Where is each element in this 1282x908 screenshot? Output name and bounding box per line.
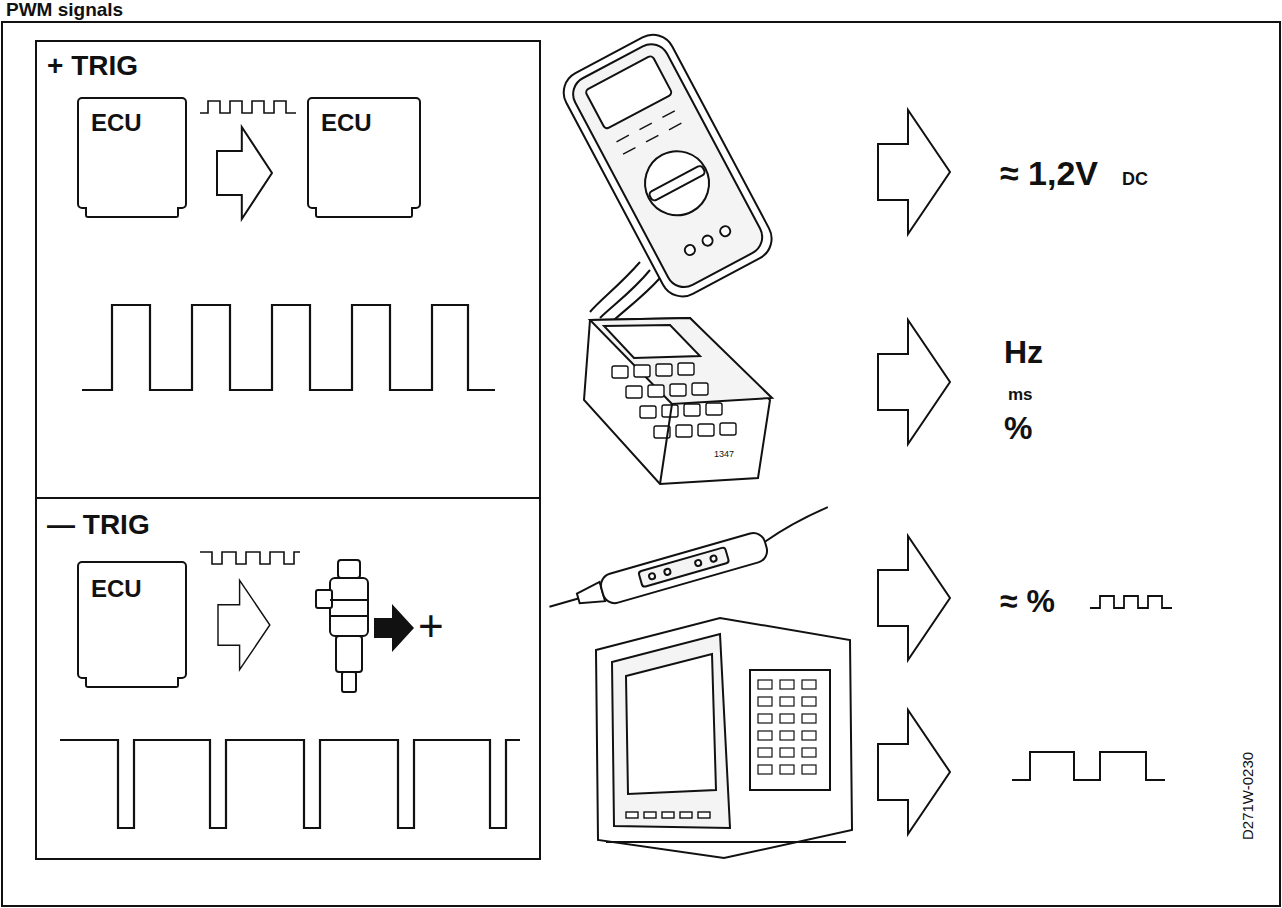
key — [802, 731, 816, 740]
key — [758, 714, 772, 723]
polarity-sign: + — [418, 604, 444, 648]
key — [670, 384, 686, 396]
ecu-base-plate — [85, 677, 179, 688]
test-leads — [590, 262, 660, 322]
key — [758, 697, 772, 706]
figure-code: D271W-0230 — [1240, 752, 1255, 840]
key — [780, 731, 794, 740]
key — [780, 680, 794, 689]
key — [648, 385, 664, 397]
key — [802, 680, 816, 689]
key — [758, 748, 772, 757]
ecu-box: ECU — [77, 97, 187, 209]
key — [802, 697, 816, 706]
injector — [316, 560, 368, 692]
title: PWM signals — [6, 0, 123, 19]
measurement-value: ≈ 1,2V — [1000, 156, 1098, 190]
trigger-section: — TRIG ECU — [35, 497, 541, 860]
key — [758, 765, 772, 774]
trigger-section: + TRIG ECU ECU — [35, 40, 541, 499]
multimeter — [556, 27, 779, 304]
pwm-waveform — [82, 305, 495, 390]
key — [802, 748, 816, 757]
key — [780, 765, 794, 774]
unit-label: ms — [1008, 386, 1033, 403]
key — [780, 714, 794, 723]
key — [684, 404, 700, 416]
hollow-arrow — [878, 536, 950, 660]
device-number: 1347 — [714, 450, 734, 459]
ecu-box: ECU — [77, 561, 187, 679]
hollow-arrow — [878, 110, 950, 234]
ecu-base-plate — [315, 207, 413, 218]
key — [720, 423, 736, 435]
hollow-arrow-connector — [217, 127, 272, 219]
duty-waveform — [1090, 596, 1172, 608]
hollow-arrow — [218, 580, 270, 669]
hand-tester — [584, 318, 772, 484]
key — [656, 364, 672, 376]
unit-label: Hz — [1004, 336, 1043, 368]
key — [802, 714, 816, 723]
key — [802, 765, 816, 774]
scope-waveform — [1012, 752, 1165, 780]
logic-probe — [544, 507, 837, 621]
ecu-label: ECU — [91, 111, 142, 135]
key — [780, 748, 794, 757]
ecu-box: ECU — [307, 97, 421, 209]
key — [758, 680, 772, 689]
key — [626, 386, 642, 398]
ecu-label: ECU — [321, 111, 372, 135]
measurement-value: ≈ % — [1000, 585, 1055, 617]
ecu-label: ECU — [91, 577, 142, 601]
unit-label: DC — [1122, 170, 1148, 188]
section-heading: — TRIG — [47, 511, 150, 539]
key — [758, 731, 772, 740]
key — [678, 363, 694, 375]
ecu-base-plate — [85, 207, 179, 218]
hollow-arrow — [878, 320, 950, 444]
hollow-arrow — [878, 710, 950, 834]
key — [676, 425, 692, 437]
section-heading: + TRIG — [47, 52, 138, 80]
key — [780, 697, 794, 706]
key — [612, 366, 628, 378]
outer-frame — [2, 22, 1280, 906]
key — [706, 403, 722, 415]
key — [634, 365, 650, 377]
key — [692, 383, 708, 395]
key — [640, 406, 656, 418]
solid-arrow — [374, 604, 414, 652]
key — [698, 424, 714, 436]
small-waveform — [200, 101, 296, 113]
small-waveform-inverted — [200, 552, 300, 564]
pwm-waveform-inverted — [60, 740, 520, 828]
oscilloscope — [596, 618, 852, 858]
unit-label: % — [1004, 412, 1032, 444]
